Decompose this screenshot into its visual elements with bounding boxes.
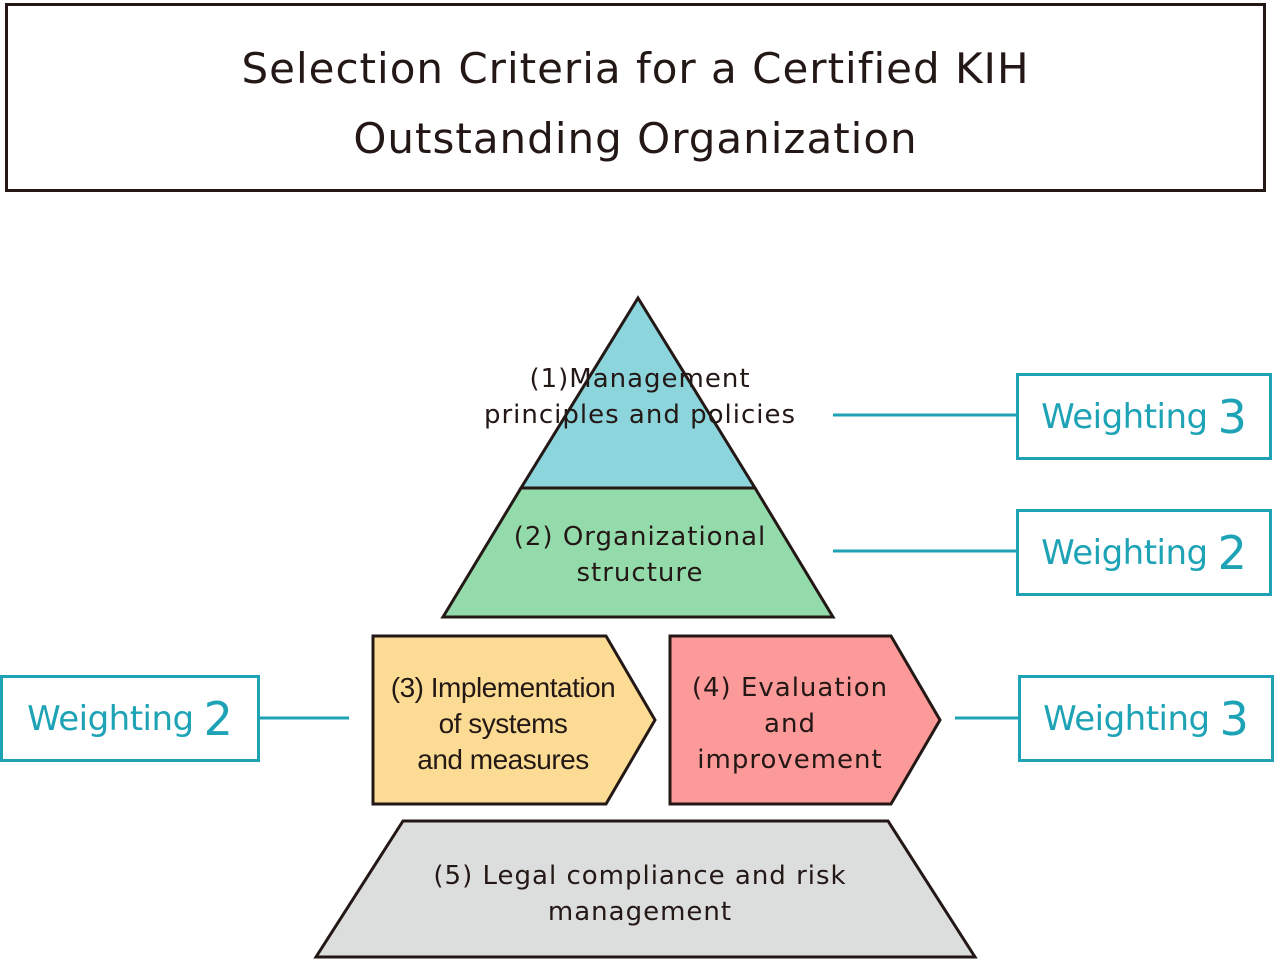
weighting-4-value: 3 — [1219, 691, 1249, 746]
criterion-2-line-2: structure — [576, 558, 704, 588]
criterion-3-line-1: (3) Implementation — [390, 672, 616, 703]
weighting-box-4: Weighting 3 — [1018, 675, 1274, 762]
criterion-4-shape — [668, 634, 942, 806]
criterion-3-line-3: and measures — [417, 744, 589, 775]
title-line-1: Selection Criteria for a Certified KIH — [241, 44, 1030, 93]
weighting-3-value: 2 — [203, 691, 233, 746]
criterion-5-line-2: management — [547, 897, 733, 927]
criterion-4-line-1: (4) Evaluation — [691, 673, 889, 703]
criterion-2-line-1: (2) Organizational — [513, 522, 767, 552]
title-line-2: Outstanding Organization — [353, 114, 918, 163]
criterion-1-line-2: principles and policies — [483, 400, 797, 430]
criterion-5-line-1: (5) Legal compliance and risk — [433, 861, 847, 891]
criterion-3-line-2: of systems — [438, 708, 568, 739]
weighting-1-label: Weighting — [1041, 396, 1208, 437]
criterion-4-label: (4) Evaluation and improvement — [670, 670, 910, 778]
criterion-2-label: (2) Organizational structure — [440, 519, 840, 591]
weighting-box-1: Weighting 3 — [1016, 373, 1272, 460]
criterion-3-label: (3) Implementation of systems and measur… — [368, 670, 638, 778]
weighting-2-value: 2 — [1217, 525, 1247, 580]
criterion-5-shape — [313, 819, 978, 959]
title-box: Selection Criteria for a Certified KIH O… — [5, 3, 1266, 192]
weighting-4-label: Weighting — [1043, 698, 1210, 739]
criterion-4-line-2: and — [764, 709, 816, 739]
weighting-1-value: 3 — [1217, 389, 1247, 444]
criterion-5-label: (5) Legal compliance and risk management — [380, 858, 900, 930]
weighting-3-label: Weighting — [27, 698, 194, 739]
criterion-1-label: (1)Management principles and policies — [440, 361, 840, 433]
criterion-4-line-3: improvement — [697, 745, 883, 775]
criterion-1-line-1: (1)Management — [529, 364, 751, 394]
weighting-box-2: Weighting 2 — [1016, 509, 1272, 596]
weighting-2-label: Weighting — [1041, 532, 1208, 573]
weighting-box-3: Weighting 2 — [0, 675, 260, 762]
criterion-2-shape — [440, 486, 836, 619]
criterion-3-shape — [371, 634, 657, 806]
